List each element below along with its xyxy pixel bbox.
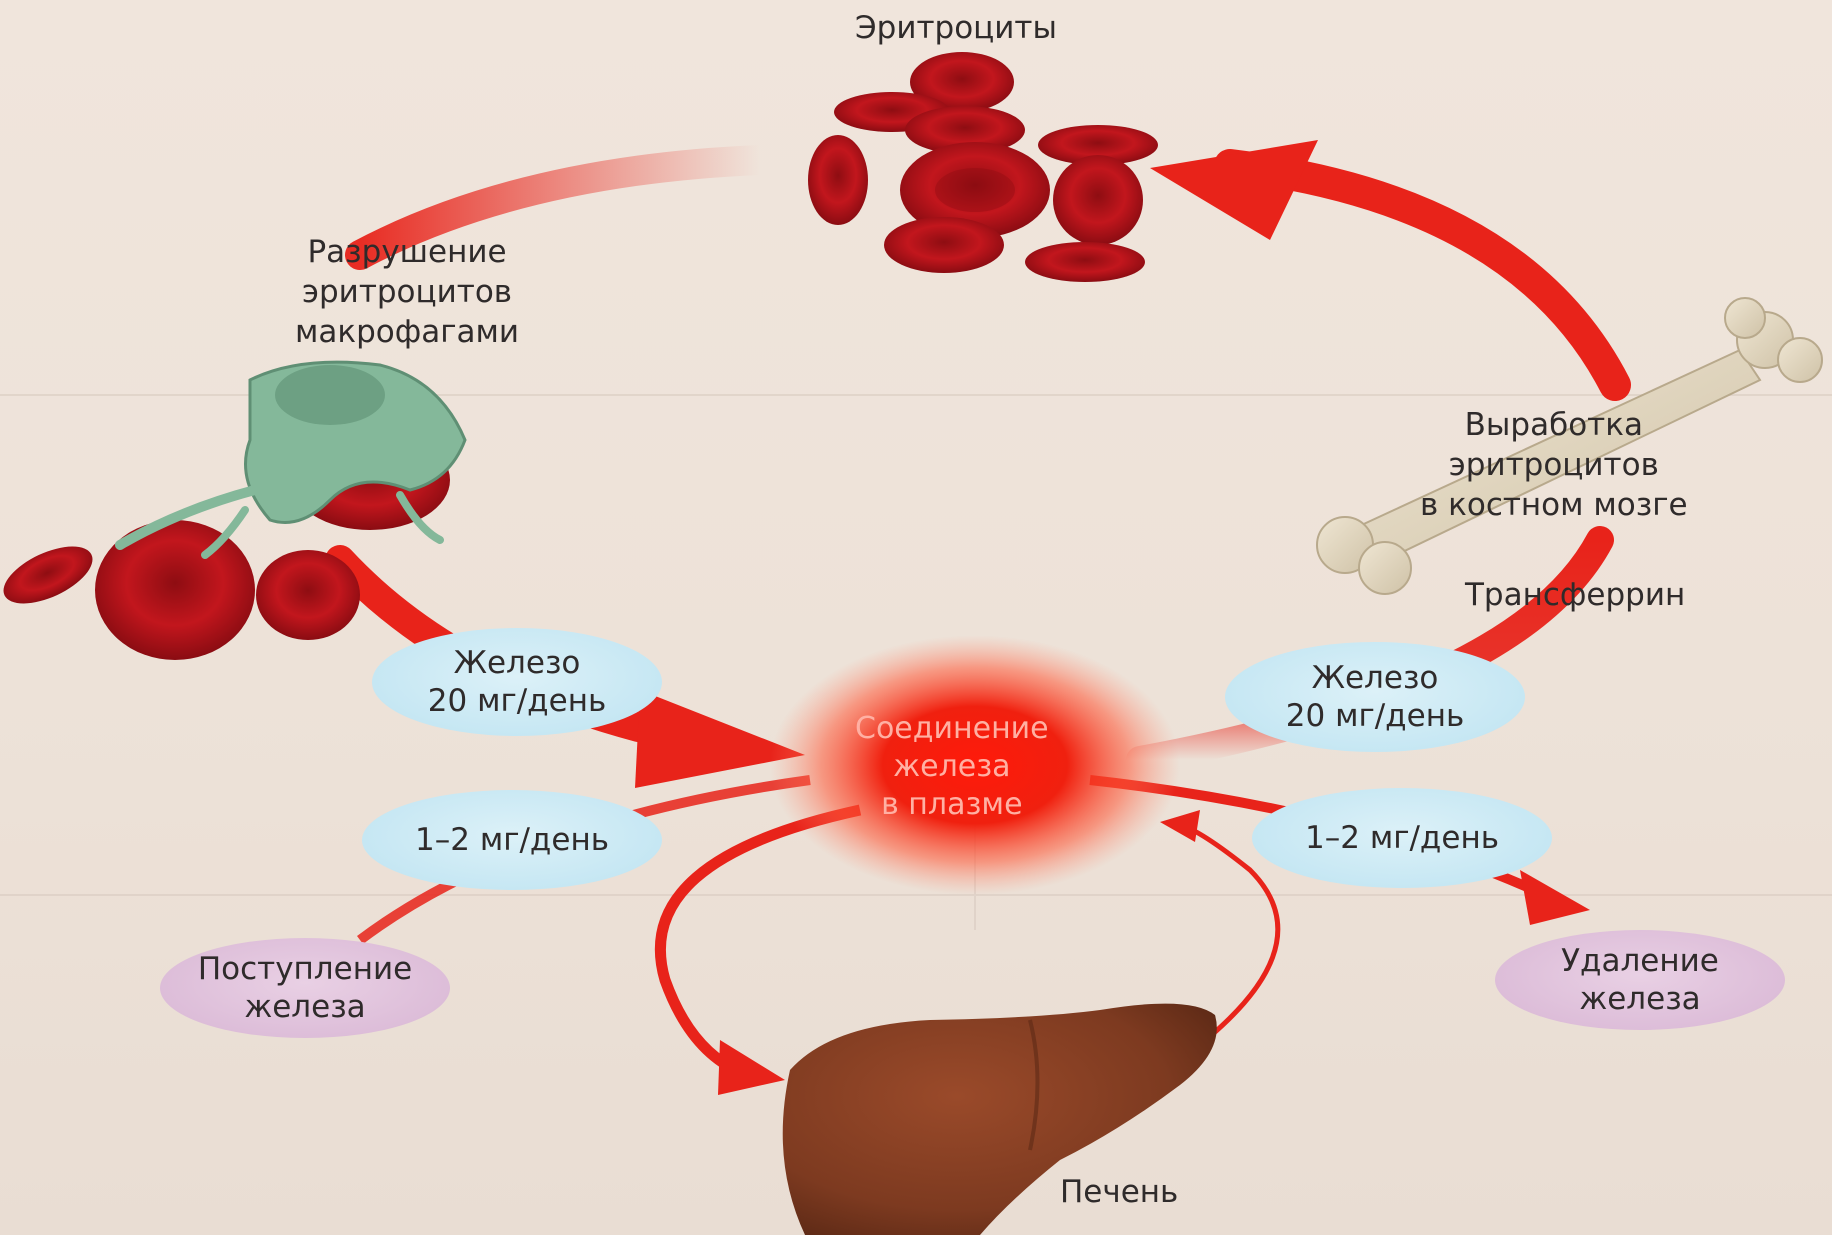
bubble-intake-rate: 1–2 мг/день [362,790,662,890]
arrowhead-liver [718,1040,785,1095]
bubble-iron-intake: Поступление железа [160,938,450,1038]
label-liver: Печень [1060,1172,1178,1212]
label-macrophage-destruction: Разрушение эритроцитов макрофагами [295,232,519,352]
arrowhead-plasma-from-liver [1160,810,1200,842]
label-plasma-iron: Соединение железа в плазме [855,710,1049,824]
bubble-removal-rate: 1–2 мг/день [1252,788,1552,888]
arrowhead-erythrocytes [1150,140,1318,240]
bubble-iron-left: Железо 20 мг/день [372,628,662,736]
label-erythrocytes: Эритроциты [855,8,1057,48]
erythrocyte-cluster [808,52,1158,282]
label-transferrin: Трансферрин [1465,575,1685,615]
bubble-iron-right: Железо 20 мг/день [1225,642,1525,752]
arrowhead-removal [1520,870,1590,925]
bubble-iron-removal: Удаление железа [1495,930,1785,1030]
label-marrow-production: Выработка эритроцитов в костном мозге [1420,405,1688,525]
